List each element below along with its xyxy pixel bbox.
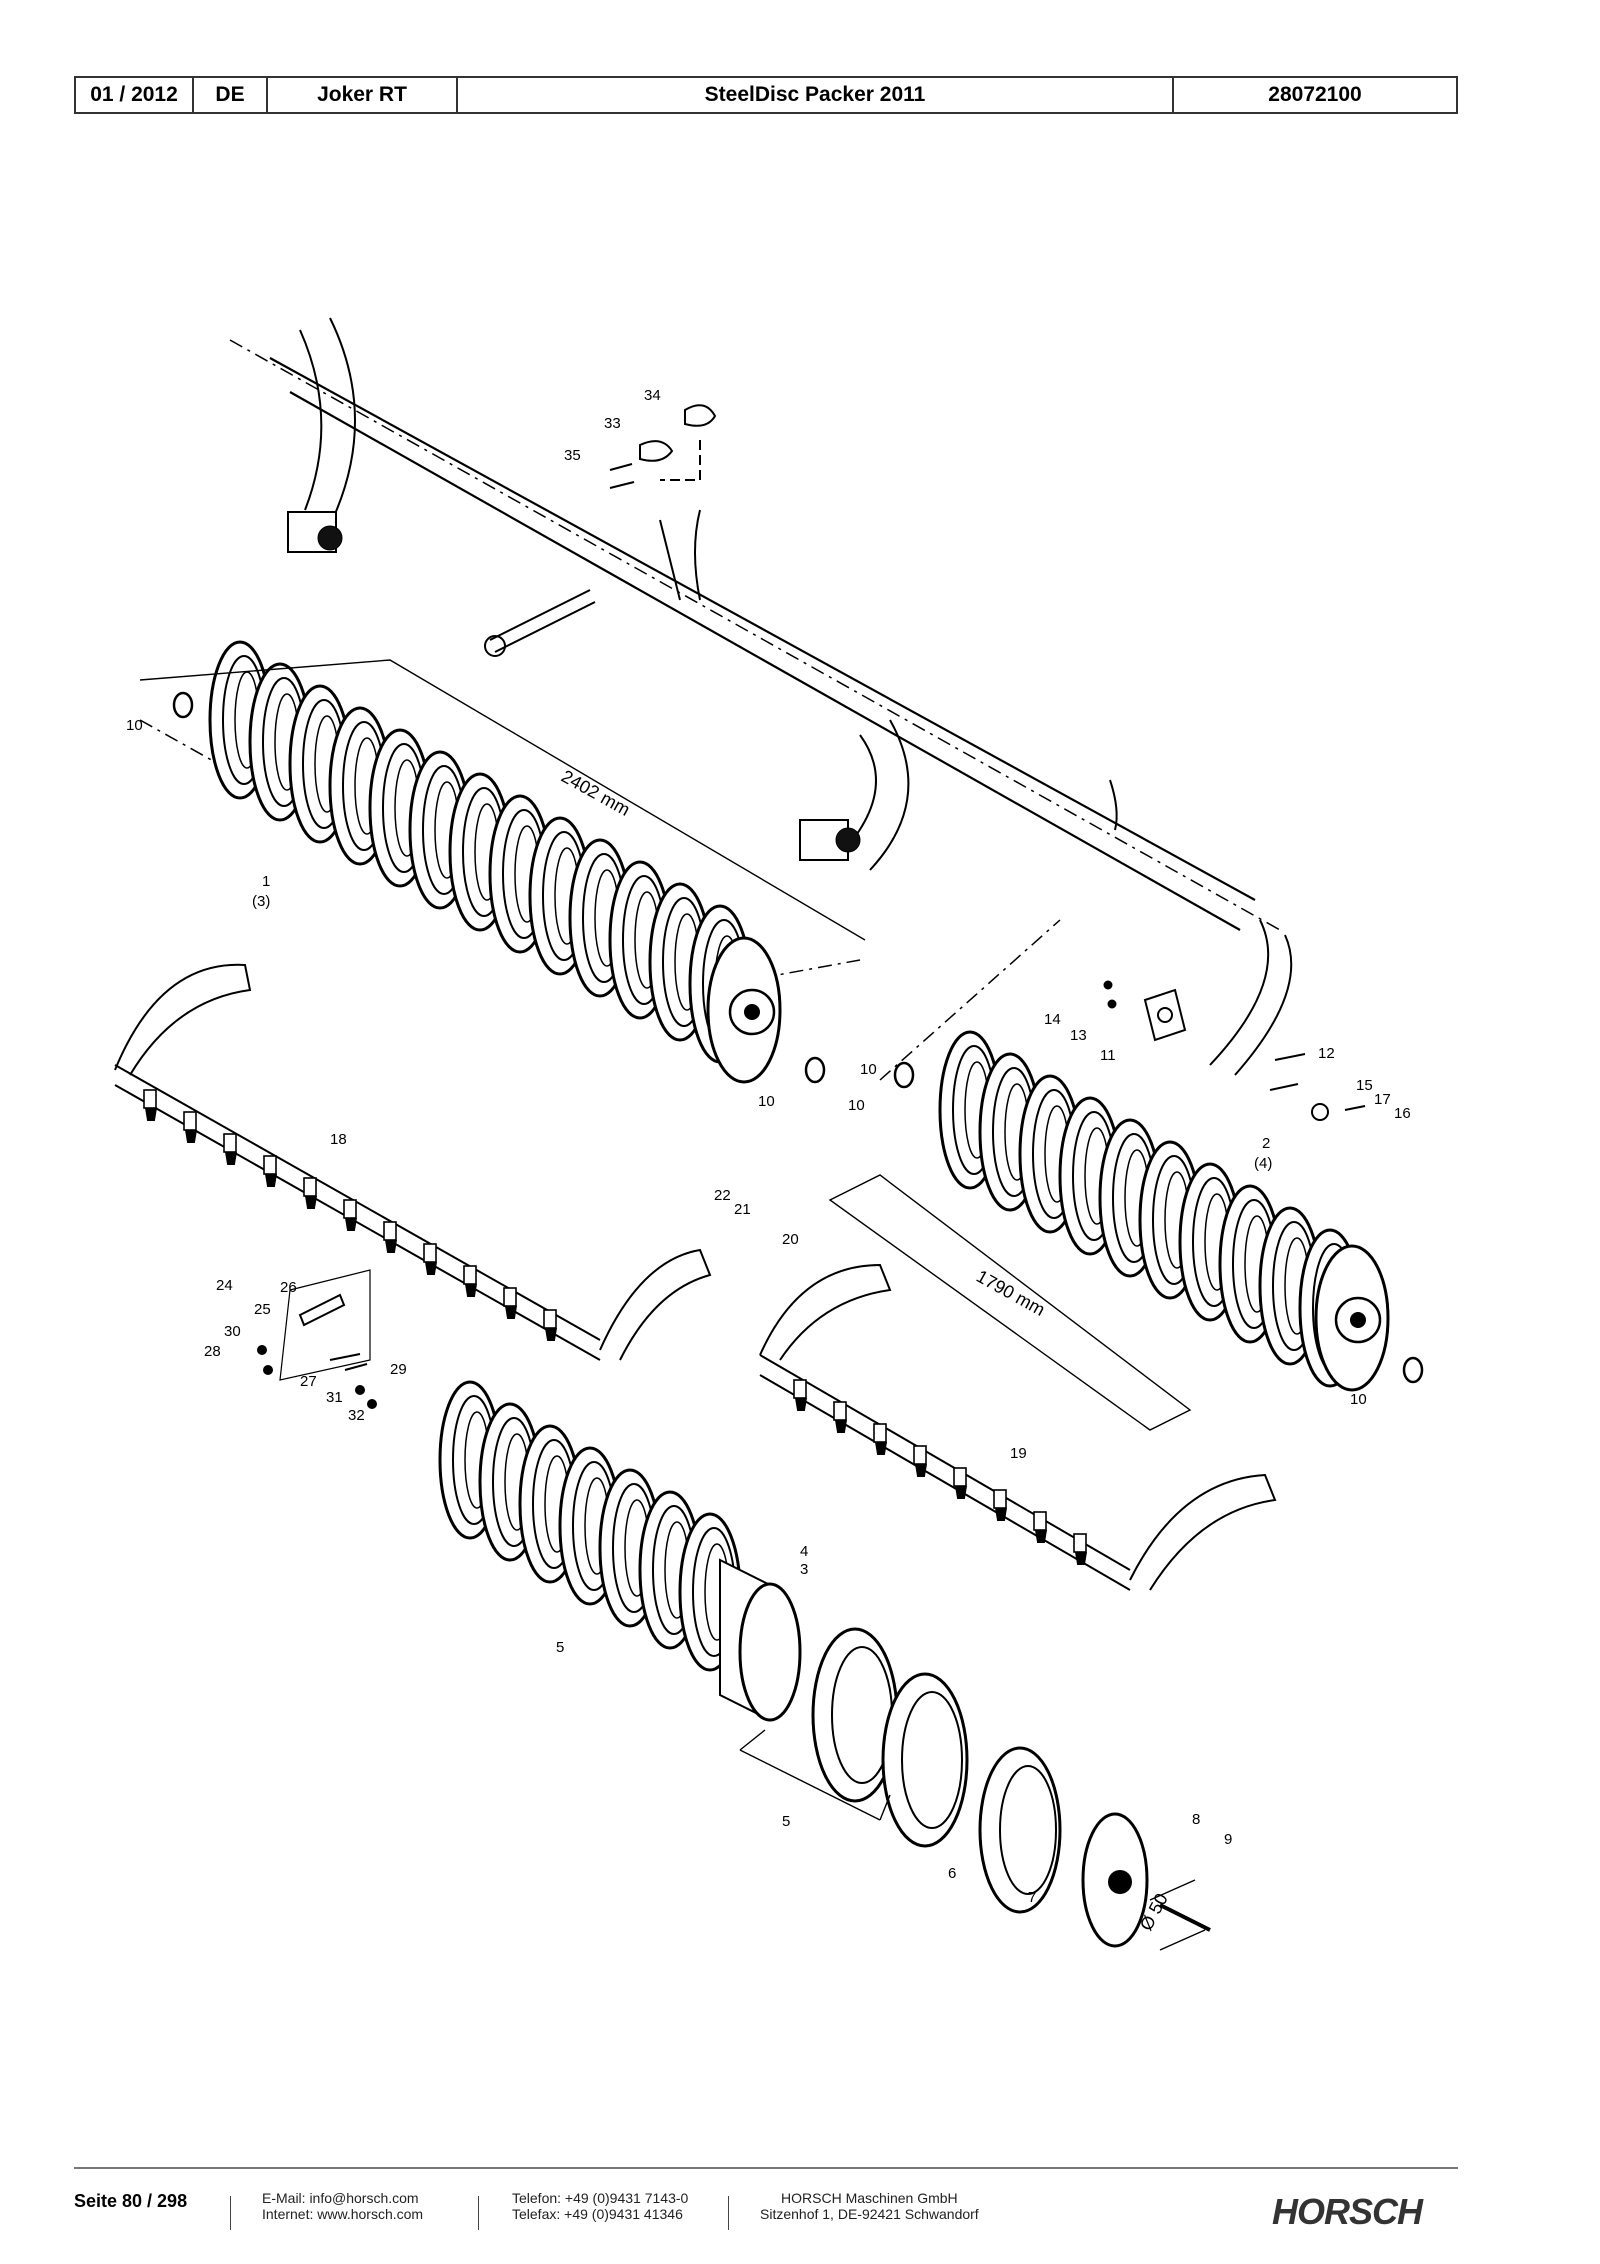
callout-12: 12 — [1318, 1045, 1335, 1062]
callout-15: 15 — [1356, 1077, 1373, 1094]
callout-17: 17 — [1374, 1091, 1391, 1108]
callout-4: 4 — [800, 1543, 808, 1560]
callout-3: 3 — [800, 1561, 808, 1578]
callout-10e: 10 — [860, 1061, 877, 1078]
callout-1-qty: (3) — [252, 893, 270, 910]
callout-24: 24 — [216, 1277, 233, 1294]
footer-company: HORSCH Maschinen GmbH — [781, 2190, 958, 2206]
footer-separator — [478, 2196, 479, 2230]
scraper-detail-parts — [257, 1269, 377, 1409]
callout-8: 8 — [1192, 1811, 1200, 1828]
logo-text: HORSCH — [1272, 2191, 1424, 2232]
bearing-parts — [1103, 980, 1366, 1121]
left-packer-roller — [139, 640, 866, 1084]
left-scraper-bar — [114, 963, 712, 1361]
footer-email[interactable]: E-Mail: info@horsch.com — [262, 2190, 419, 2206]
footer-separator — [728, 2196, 729, 2230]
right-packer-roller — [828, 919, 1424, 1431]
footer-address: Sitzenhof 1, DE-92421 Schwandorf — [760, 2206, 979, 2222]
footer-separator — [230, 2196, 231, 2230]
header-date: 01 / 2012 — [76, 78, 194, 112]
exploded-roller-assembly — [438, 1380, 1211, 1951]
dim-left-width: 2402 mm — [558, 766, 633, 820]
callout-10c: 10 — [848, 1097, 865, 1114]
callout-21: 21 — [734, 1201, 751, 1218]
footer-divider — [74, 2167, 1458, 2169]
part-callouts: 1 (3) 2 (4) 3 4 5 5 6 7 8 9 10 10 10 10 … — [126, 387, 1411, 1906]
callout-10a: 10 — [126, 717, 143, 734]
callout-14: 14 — [1044, 1011, 1061, 1028]
callout-30: 30 — [224, 1323, 241, 1340]
callout-16: 16 — [1394, 1105, 1411, 1122]
footer-contact-phone: Telefon: +49 (0)9431 7143-0 Telefax: +49… — [512, 2190, 688, 2222]
page-number: Seite 80 / 298 — [74, 2191, 188, 2211]
callout-5a: 5 — [556, 1639, 564, 1656]
header-language: DE — [194, 78, 268, 112]
callout-10b: 10 — [758, 1093, 775, 1110]
callout-26: 26 — [280, 1279, 297, 1296]
callout-19: 19 — [1010, 1445, 1027, 1462]
callout-32: 32 — [348, 1407, 365, 1424]
callout-9: 9 — [1224, 1831, 1232, 1848]
callout-22: 22 — [714, 1187, 731, 1204]
callout-1: 1 — [262, 873, 270, 890]
horsch-logo: HORSCH — [1272, 2191, 1425, 2232]
footer-fax: Telefax: +49 (0)9431 41346 — [512, 2206, 683, 2222]
callout-27: 27 — [300, 1373, 317, 1390]
callout-2: 2 — [1262, 1135, 1270, 1152]
footer-internet[interactable]: Internet: www.horsch.com — [262, 2206, 424, 2222]
callout-11: 11 — [1100, 1047, 1116, 1064]
callout-31: 31 — [326, 1389, 343, 1406]
callout-25: 25 — [254, 1301, 271, 1318]
callout-34: 34 — [644, 387, 661, 404]
callout-28: 28 — [204, 1343, 221, 1360]
callout-13: 13 — [1070, 1027, 1087, 1044]
callout-5b: 5 — [782, 1813, 790, 1830]
callout-33: 33 — [604, 415, 621, 432]
header-table: 01 / 2012 DE Joker RT SteelDisc Packer 2… — [74, 76, 1458, 114]
callout-10d: 10 — [1350, 1391, 1367, 1408]
callout-6: 6 — [948, 1865, 956, 1882]
callout-2-qty: (4) — [1254, 1155, 1272, 1172]
footer-phone: Telefon: +49 (0)9431 7143-0 — [512, 2190, 689, 2206]
right-scraper-bar — [759, 1263, 1277, 1591]
callout-29: 29 — [390, 1361, 407, 1378]
header-title: SteelDisc Packer 2011 — [458, 78, 1174, 112]
main-frame — [229, 317, 1293, 1076]
header-model: Joker RT — [268, 78, 458, 112]
callout-7: 7 — [1028, 1889, 1036, 1906]
footer-contact-web: E-Mail: info@horsch.com Internet: www.ho… — [262, 2190, 423, 2222]
callout-18: 18 — [330, 1131, 347, 1148]
header-part-number: 28072100 — [1268, 83, 1362, 106]
footer-company-block: HORSCH Maschinen GmbH Sitzenhof 1, DE-92… — [760, 2190, 979, 2222]
callout-35: 35 — [564, 447, 581, 464]
upper-fasteners — [609, 404, 717, 489]
callout-20: 20 — [782, 1231, 799, 1248]
